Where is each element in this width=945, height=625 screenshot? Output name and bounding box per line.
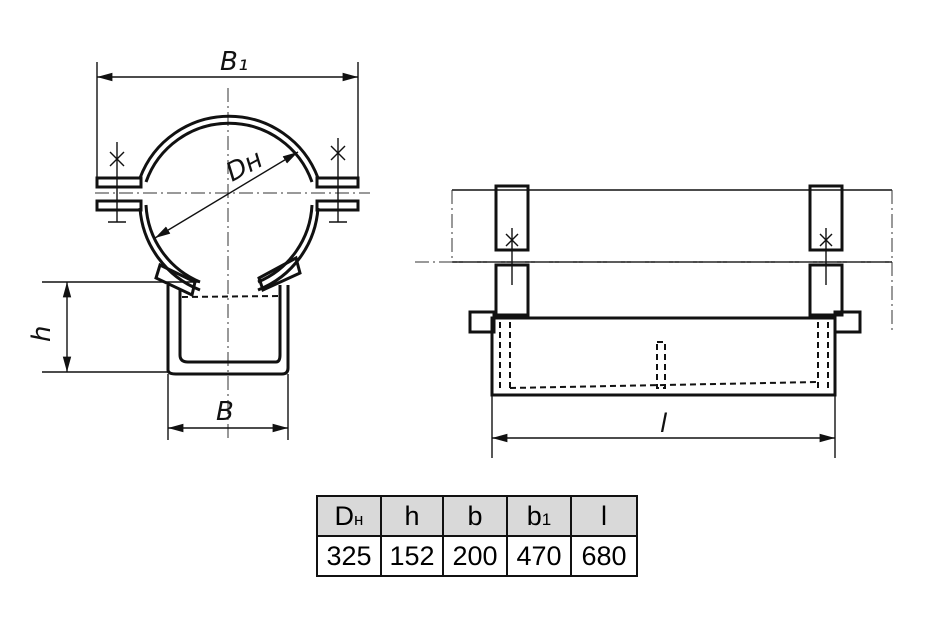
value-dn: 325 (316, 535, 382, 577)
side-view: l (415, 184, 895, 458)
value-b1: 470 (506, 535, 572, 577)
header-text: b (467, 500, 483, 531)
value-b: 200 (442, 535, 508, 577)
header-subscript: н (354, 509, 364, 529)
value-h: 152 (380, 535, 444, 577)
label-b: B (216, 397, 234, 427)
header-h: h (380, 495, 444, 537)
header-subscript: 1 (541, 509, 552, 529)
cross-section-view: B₁ Dн h B (27, 47, 370, 440)
header-text: h (404, 500, 420, 531)
value-l: 680 (570, 535, 638, 577)
label-dn: Dн (221, 144, 268, 188)
header-text: b (526, 500, 542, 531)
table-row: 325 152 200 470 680 (316, 535, 638, 577)
header-dn: Dн (316, 495, 382, 537)
label-b1: B₁ (220, 47, 248, 77)
table-header-row: Dн h b b1 l (316, 495, 638, 537)
header-l: l (570, 495, 638, 537)
label-l: l (660, 409, 668, 439)
dimensions-table: Dн h b b1 l 325 152 200 470 680 (316, 495, 638, 577)
header-b: b (442, 495, 508, 537)
header-text: D (334, 500, 355, 531)
label-h: h (27, 326, 57, 342)
header-b1: b1 (506, 495, 572, 537)
header-text: l (601, 500, 607, 531)
